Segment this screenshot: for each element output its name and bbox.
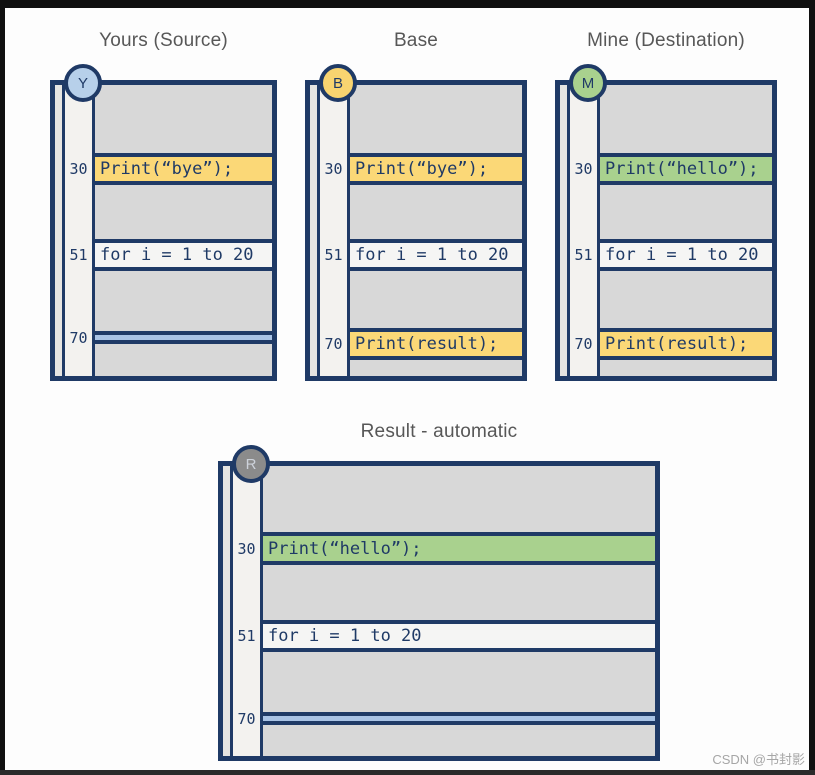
unchanged-code-block (600, 185, 772, 239)
line-number: 30 (69, 160, 88, 178)
unchanged-code-block (350, 185, 522, 239)
line-number: 70 (324, 335, 343, 353)
document-content: Print(“hello”); for i = 1 to 20 (263, 466, 655, 756)
unchanged-code-block (350, 85, 522, 153)
line-number: 51 (69, 246, 88, 264)
line-number-gutter: 30 51 70 (317, 85, 350, 376)
panel-mine-destination: Mine (Destination) M 30 51 70 Print(“hello… (555, 30, 777, 381)
line-number: 70 (574, 335, 593, 353)
line-number: 51 (324, 246, 343, 264)
panel-title-mine: Mine (Destination) (587, 30, 745, 51)
unchanged-code-block (350, 360, 522, 376)
panel-title-yours: Yours (Source) (99, 30, 228, 51)
document-spine (310, 85, 317, 376)
line-number: 30 (237, 539, 256, 558)
unchanged-code-block (600, 360, 772, 376)
letterbox-bottom-bar (0, 770, 815, 775)
version-badge-y: Y (64, 64, 102, 102)
line-number-gutter: 30 51 70 (567, 85, 600, 376)
line-number: 51 (574, 246, 593, 264)
line-number: 51 (237, 627, 256, 645)
gutter-spacer (65, 271, 92, 331)
unchanged-code-block (95, 344, 272, 376)
code-line: for i = 1 to 20 (95, 243, 272, 267)
unchanged-code-block (263, 466, 655, 532)
code-line: for i = 1 to 20 (600, 243, 772, 267)
badge-letter: R (245, 455, 257, 473)
deleted-line-strip (95, 335, 272, 340)
line-number: 70 (237, 709, 256, 728)
line-number: 70 (69, 328, 88, 347)
document-content: Print(“bye”); for i = 1 to 20 (95, 85, 272, 376)
code-line: Print(“bye”); (95, 157, 272, 181)
letterbox-right-bar (809, 0, 815, 775)
badge-letter: M (581, 74, 595, 92)
unchanged-code-block (263, 652, 655, 712)
gutter-spacer (570, 360, 597, 376)
panel-title-base: Base (393, 30, 439, 51)
code-line: Print(result); (600, 332, 772, 356)
letterbox-left-bar (0, 0, 5, 775)
version-badge-m: M (569, 64, 607, 102)
code-line: Print(“hello”); (263, 536, 655, 561)
version-badge-b: B (319, 64, 357, 102)
document-yours: Y 30 51 70 Print(“bye”); for i = 1 to 20 (50, 64, 277, 381)
unchanged-code-block (263, 725, 655, 756)
document-spine (560, 85, 567, 376)
line-number: 30 (324, 160, 343, 178)
document-spine (223, 466, 230, 756)
gutter-spacer (320, 360, 347, 376)
badge-letter: B (332, 74, 343, 92)
panel-title-result: Result - automatic (360, 421, 518, 442)
unchanged-code-block (95, 185, 272, 239)
version-badge-r: R (232, 445, 270, 483)
code-line: for i = 1 to 20 (263, 624, 655, 648)
badge-letter: Y (77, 74, 88, 92)
unchanged-code-block (350, 271, 522, 328)
deleted-line-strip (263, 716, 655, 721)
document-spine (55, 85, 62, 376)
unchanged-code-block (95, 85, 272, 153)
panel-yours-source: Yours (Source) Y 30 51 70 Print(“bye”); for… (50, 30, 277, 381)
letterbox-top-bar (0, 0, 815, 8)
code-line: Print(result); (350, 332, 522, 356)
line-number-gutter: 30 51 70 (62, 85, 95, 376)
line-number: 30 (574, 160, 593, 178)
unchanged-code-block (600, 85, 772, 153)
gutter-spacer (233, 652, 260, 712)
document-content: Print(“bye”); for i = 1 to 20 Print(result… (350, 85, 522, 376)
document-content: Print(“hello”); for i = 1 to 20 Print(resu… (600, 85, 772, 376)
unchanged-code-block (95, 271, 272, 331)
code-line: Print(“bye”); (350, 157, 522, 181)
line-number-gutter: 30 51 70 (230, 466, 263, 756)
panel-result-automatic: Result - automatic R 30 51 70 Print(“hello… (218, 421, 660, 761)
unchanged-code-block (600, 271, 772, 328)
code-line: for i = 1 to 20 (350, 243, 522, 267)
code-line: Print(“hello”); (600, 157, 772, 181)
document-result: R 30 51 70 Print(“hello”); for i = 1 to 20 (218, 445, 660, 761)
gutter-spacer (233, 725, 260, 756)
gutter-spacer (320, 271, 347, 328)
gutter-spacer (570, 271, 597, 328)
gutter-spacer (233, 565, 260, 620)
gutter-spacer (65, 344, 92, 376)
unchanged-code-block (263, 565, 655, 620)
gutter-spacer (320, 185, 347, 239)
csdn-watermark: CSDN @书封影 (712, 752, 805, 767)
panel-base: Base B 30 51 70 Print(“bye”); for i = 1 to … (305, 30, 527, 381)
gutter-spacer (570, 185, 597, 239)
gutter-spacer (65, 185, 92, 239)
